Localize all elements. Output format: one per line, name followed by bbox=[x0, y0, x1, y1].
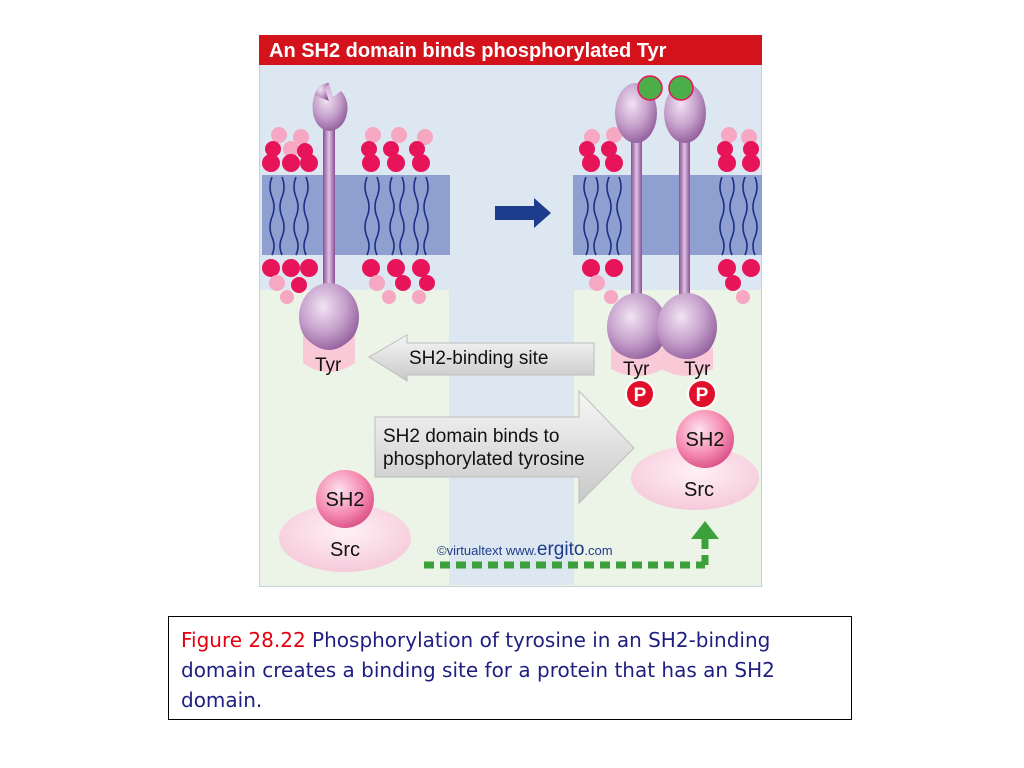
lipid-heads-outer bbox=[262, 127, 760, 172]
tyr-label-right-1: Tyr bbox=[623, 359, 650, 380]
title-bar bbox=[259, 35, 762, 65]
sh2-binds-label-line2: phosphorylated tyrosine bbox=[383, 449, 585, 470]
figure-caption: Figure 28.22 Phosphorylation of tyrosine… bbox=[168, 616, 852, 720]
phosphate-label-2: P bbox=[696, 385, 709, 406]
lipid-tails bbox=[269, 176, 758, 256]
sh2-binding-site-callout: SH2-binding site bbox=[368, 334, 595, 382]
transition-arrow-icon bbox=[495, 198, 551, 228]
ligand-dimer bbox=[637, 75, 694, 101]
lipid-heads-inner bbox=[262, 259, 760, 304]
sh2-label-right: SH2 bbox=[686, 429, 725, 451]
src-protein-bound: SH2 Src bbox=[631, 410, 759, 510]
src-label-right: Src bbox=[684, 479, 714, 501]
copyright-brand: ergito bbox=[537, 539, 585, 560]
center-blue-column bbox=[449, 65, 574, 585]
phosphate-badge-1: P bbox=[625, 379, 655, 409]
sh2-binds-label-line1: SH2 domain binds to bbox=[383, 426, 559, 447]
tyr-label-right-2: Tyr bbox=[684, 359, 711, 380]
membrane-left bbox=[262, 175, 450, 255]
tyr-label-left: Tyr bbox=[315, 355, 342, 376]
figure-number: Figure 28.22 bbox=[181, 628, 306, 652]
phosphate-label-1: P bbox=[634, 385, 647, 406]
sh2-binding-site-label: SH2-binding site bbox=[409, 348, 548, 369]
copyright-text: ©virtualtext www.ergito.com bbox=[437, 539, 613, 560]
receptor-monomer bbox=[299, 83, 359, 372]
recruitment-arrow bbox=[424, 521, 719, 569]
caption-text: Phosphorylation of tyrosine in an SH2-bi… bbox=[181, 628, 775, 712]
phosphate-badge-2: P bbox=[687, 379, 717, 409]
receptor-dimer bbox=[607, 83, 717, 376]
copyright-suffix: .com bbox=[584, 543, 612, 558]
copyright-prefix: ©virtualtext www. bbox=[437, 543, 537, 558]
sh2-binds-callout: SH2 domain binds to phosphorylated tyros… bbox=[374, 389, 635, 505]
src-protein-unbound: SH2 Src bbox=[279, 470, 411, 572]
sh2-domain-diagram: An SH2 domain binds phosphorylated Tyr bbox=[259, 35, 762, 587]
sh2-label-left: SH2 bbox=[326, 489, 365, 511]
figure-title: An SH2 domain binds phosphorylated Tyr bbox=[269, 40, 667, 62]
src-label-left: Src bbox=[330, 539, 360, 561]
